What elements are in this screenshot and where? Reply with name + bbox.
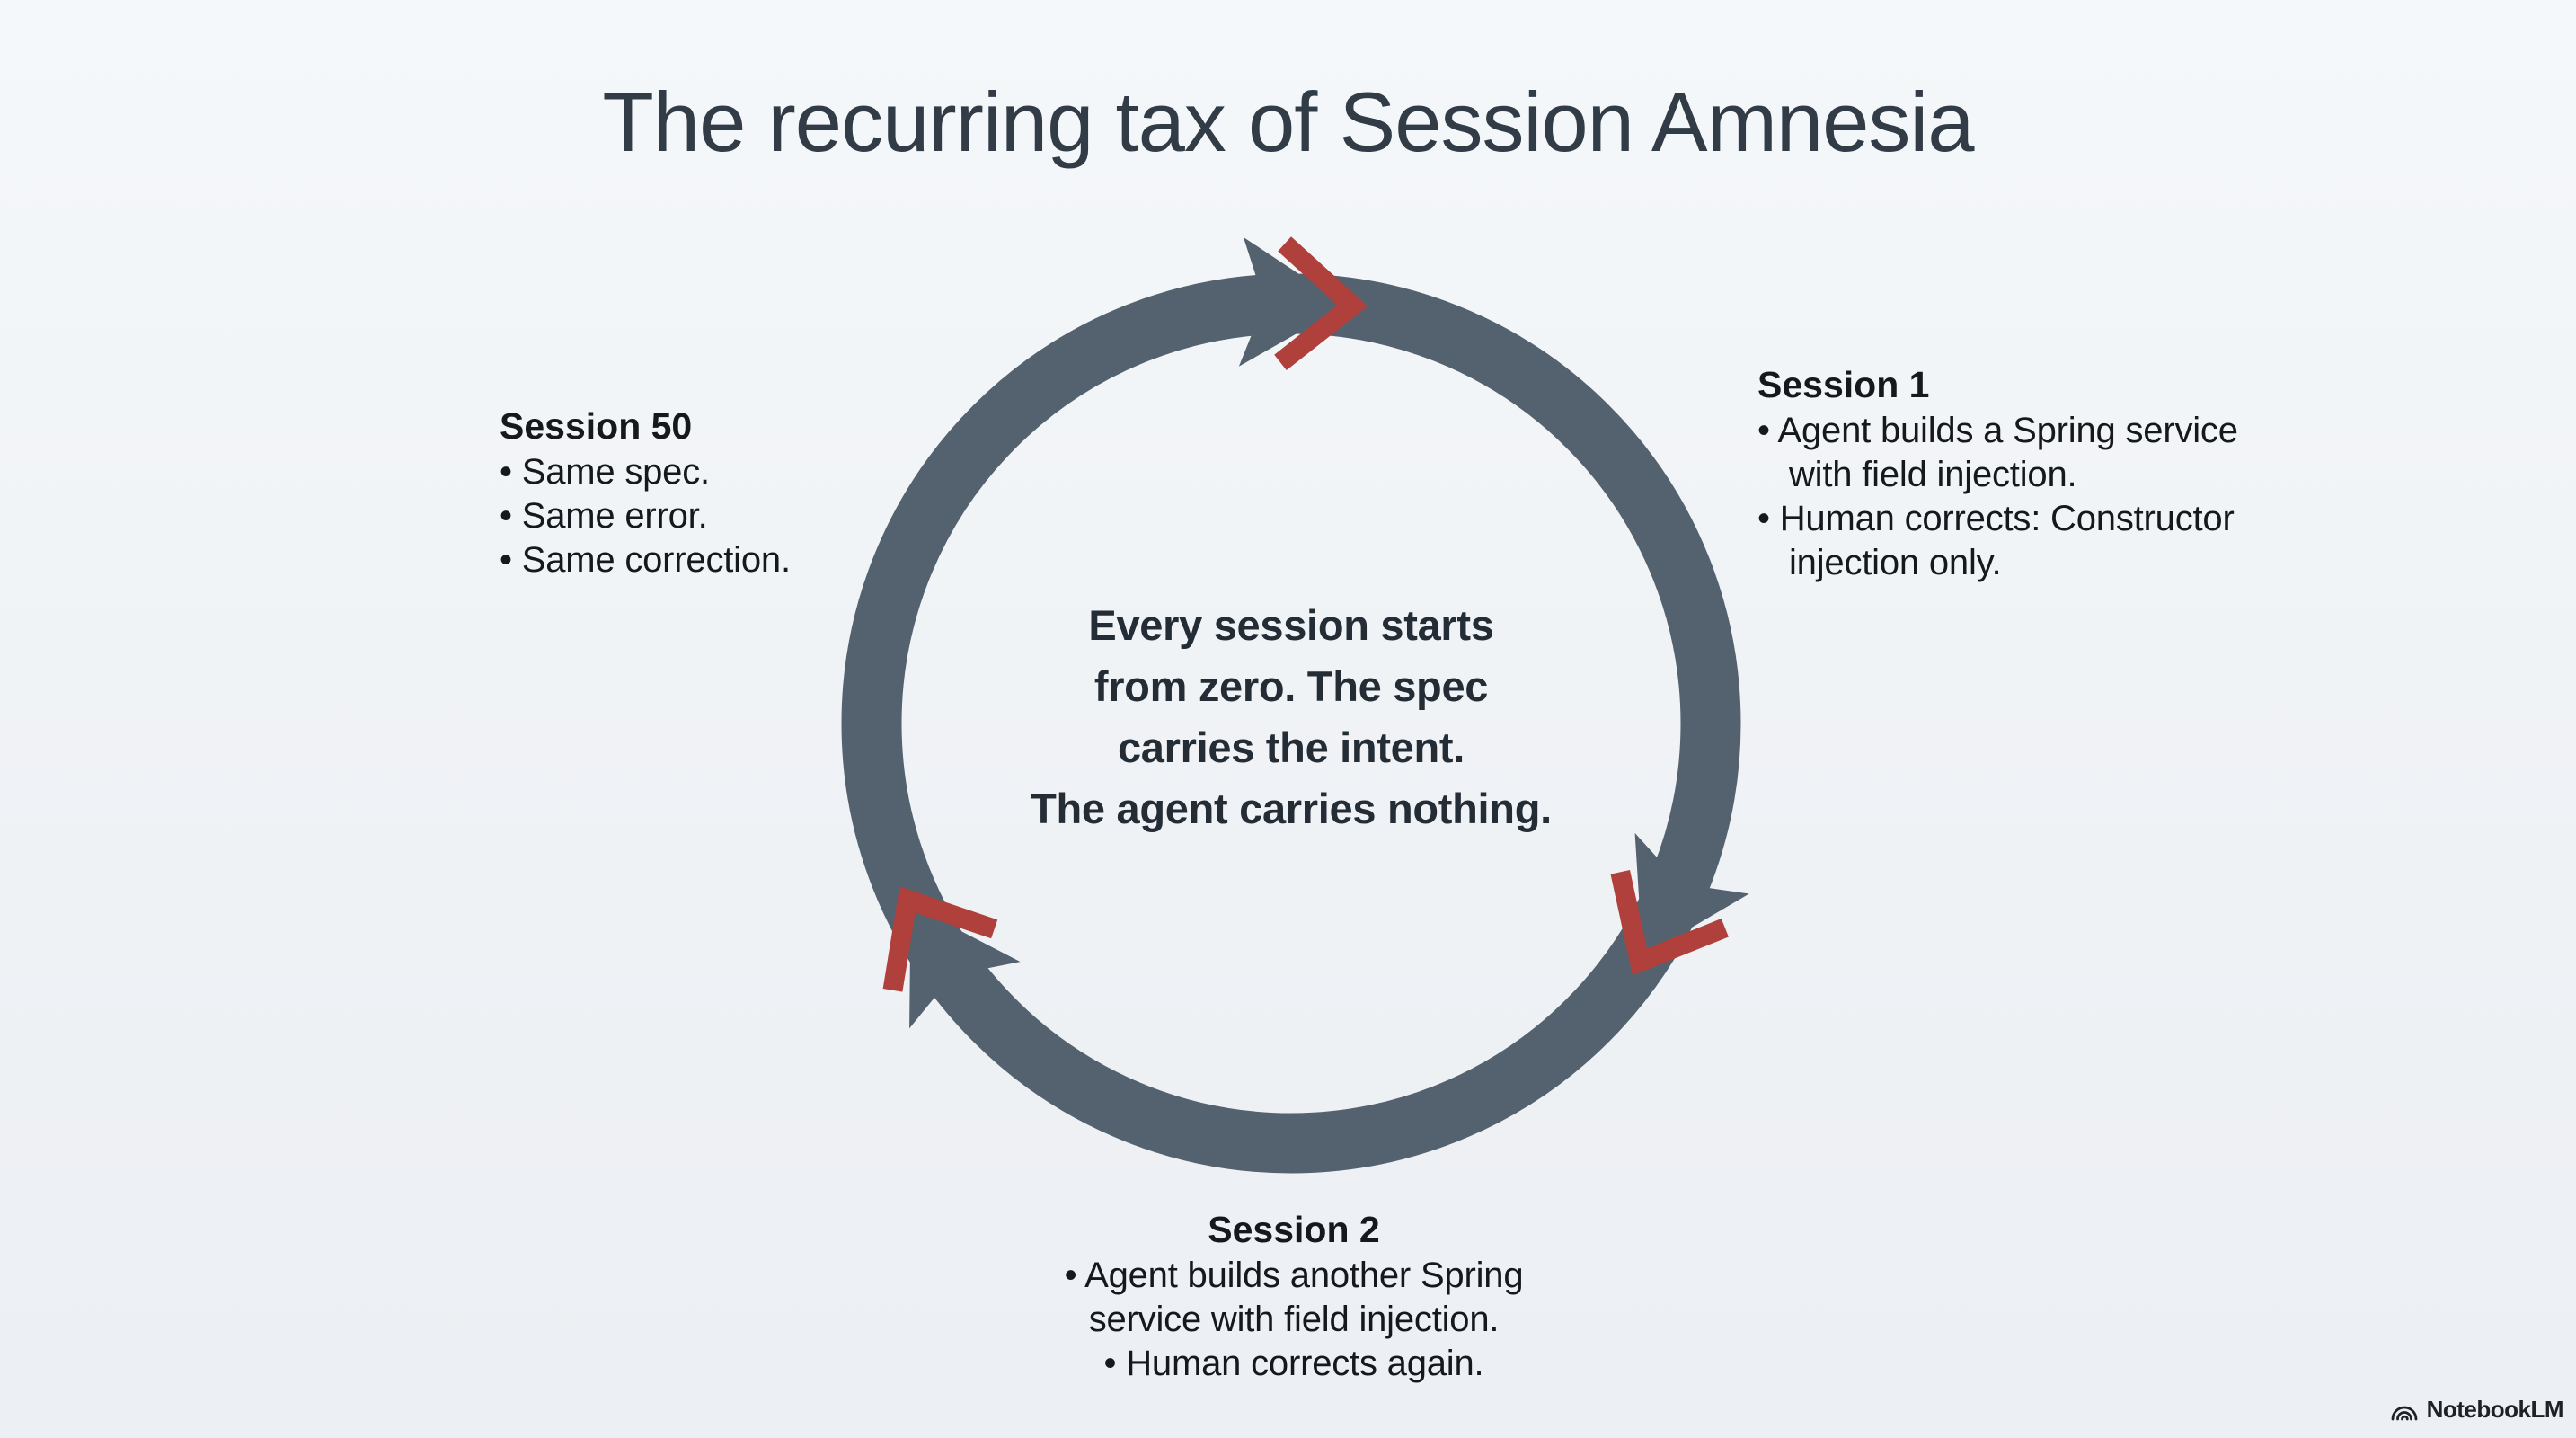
arrow-accent-chevron-icon bbox=[882, 886, 998, 992]
slide-title: The recurring tax of Session Amnesia bbox=[602, 75, 1974, 169]
cycle-center-message: Every session starts from zero. The spec… bbox=[1031, 601, 1552, 832]
arrow-accent-chevron-icon bbox=[1274, 236, 1368, 370]
session-1-item: • Human corrects: Constructor injection … bbox=[1757, 499, 2235, 582]
notebooklm-branding: NotebookLM bbox=[2390, 1396, 2564, 1424]
session-2-item: • Human corrects again. bbox=[1103, 1344, 1484, 1383]
notebooklm-logo-icon bbox=[2391, 1406, 2417, 1420]
session-1-block: Session 1 • Agent builds a Spring servic… bbox=[1757, 363, 2368, 585]
notebooklm-label: NotebookLM bbox=[2426, 1396, 2564, 1423]
cycle-arrow-bottom-left bbox=[882, 886, 1021, 1029]
session-50-block: Session 50 • Same spec. • Same error. • … bbox=[500, 404, 1003, 582]
cycle-arrow-top bbox=[1238, 236, 1368, 370]
session-2-item: • Agent builds another Spring service wi… bbox=[1064, 1256, 1524, 1339]
arrowhead-icon bbox=[1238, 236, 1347, 367]
session-2-block: Session 2 • Agent builds another Spring … bbox=[872, 1208, 1716, 1386]
arrowhead-icon bbox=[1634, 832, 1749, 956]
session-50-item: • Same correction. bbox=[500, 540, 791, 580]
arrow-accent-chevron-icon bbox=[1610, 869, 1729, 976]
cycle-arrow-bottom-right bbox=[1610, 832, 1749, 976]
session-50-heading: Session 50 bbox=[500, 405, 693, 447]
session-2-heading: Session 2 bbox=[1208, 1209, 1380, 1250]
session-50-item: • Same error. bbox=[500, 496, 708, 536]
arrowhead-icon bbox=[909, 904, 1021, 1029]
session-1-heading: Session 1 bbox=[1757, 364, 1930, 405]
session-50-item: • Same spec. bbox=[500, 452, 710, 492]
session-1-item: • Agent builds a Spring service with fie… bbox=[1757, 411, 2238, 494]
cycle-diagram bbox=[841, 236, 1749, 1174]
